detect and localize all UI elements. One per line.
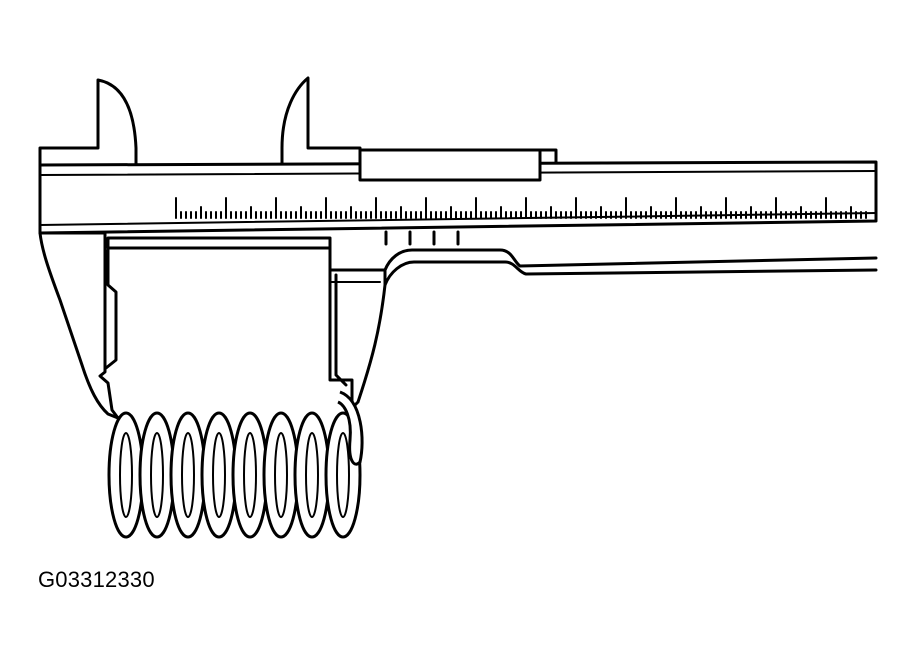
main-scale (175, 197, 867, 219)
spring-coil (169, 411, 207, 539)
spring-coil (200, 411, 238, 539)
depth-rod (383, 248, 878, 272)
spring-coil (138, 411, 176, 539)
slider-lock (358, 148, 542, 182)
spring-coil-inner (150, 432, 164, 518)
vernier-scale (384, 230, 460, 246)
spring-coil (293, 411, 331, 539)
spring-end (337, 390, 364, 466)
coil-spring (107, 390, 364, 539)
spring-coil (262, 411, 300, 539)
spring-coil-inner (274, 432, 288, 518)
spring-coil-inner (181, 432, 195, 518)
spring-coil (107, 411, 145, 539)
spring-coil-inner (212, 432, 226, 518)
figure-reference-code: G03312330 (38, 567, 155, 592)
spring-coil-inner (305, 432, 319, 518)
spring-coil (231, 411, 269, 539)
fixed-upper-jaw (38, 78, 138, 170)
spring-coil-inner (336, 432, 350, 518)
spring-coil-inner (243, 432, 257, 518)
spring-coil-inner (119, 432, 133, 518)
sliding-upper-jaw (280, 76, 362, 170)
fixed-lower-jaw (38, 231, 120, 420)
